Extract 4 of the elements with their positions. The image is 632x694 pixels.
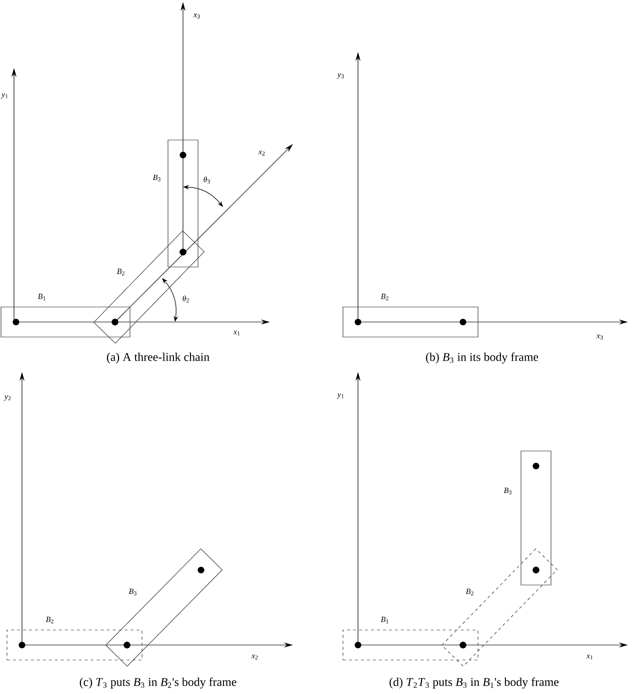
caption: (d) T$_{2}$T$_{3}$ puts B$_{3}$ in B$_{1}$'s body frame [390, 678, 559, 688]
caption: (b) B$_{3}$ in its body frame [426, 352, 538, 364]
caption: (a) A three-link chain [106, 352, 210, 364]
caption: (c) T$_{3}$ puts B$_{3}$ in B$_{2}$'s body frame [80, 678, 236, 688]
